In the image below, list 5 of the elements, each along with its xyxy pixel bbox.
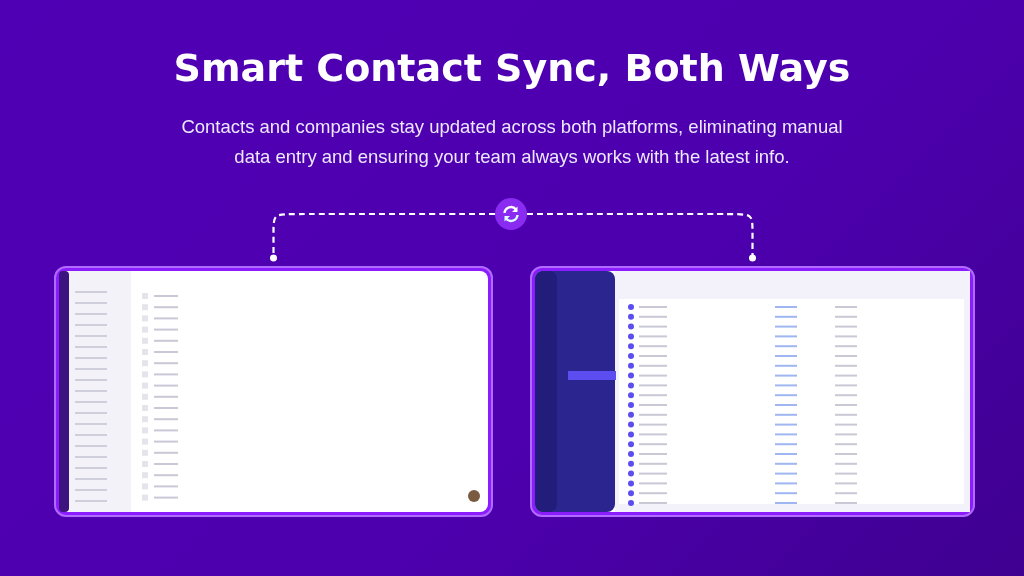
sync-button bbox=[495, 198, 527, 230]
title: Smart Contact Sync, Both Ways bbox=[173, 46, 851, 90]
caption: Contacts and companies stay updated across both platforms, eliminating manual data entry and ensuring your team always works with the latest info. bbox=[180, 115, 844, 169]
dashed-connector bbox=[527, 212, 756, 262]
dashed-connector bbox=[270, 212, 495, 262]
